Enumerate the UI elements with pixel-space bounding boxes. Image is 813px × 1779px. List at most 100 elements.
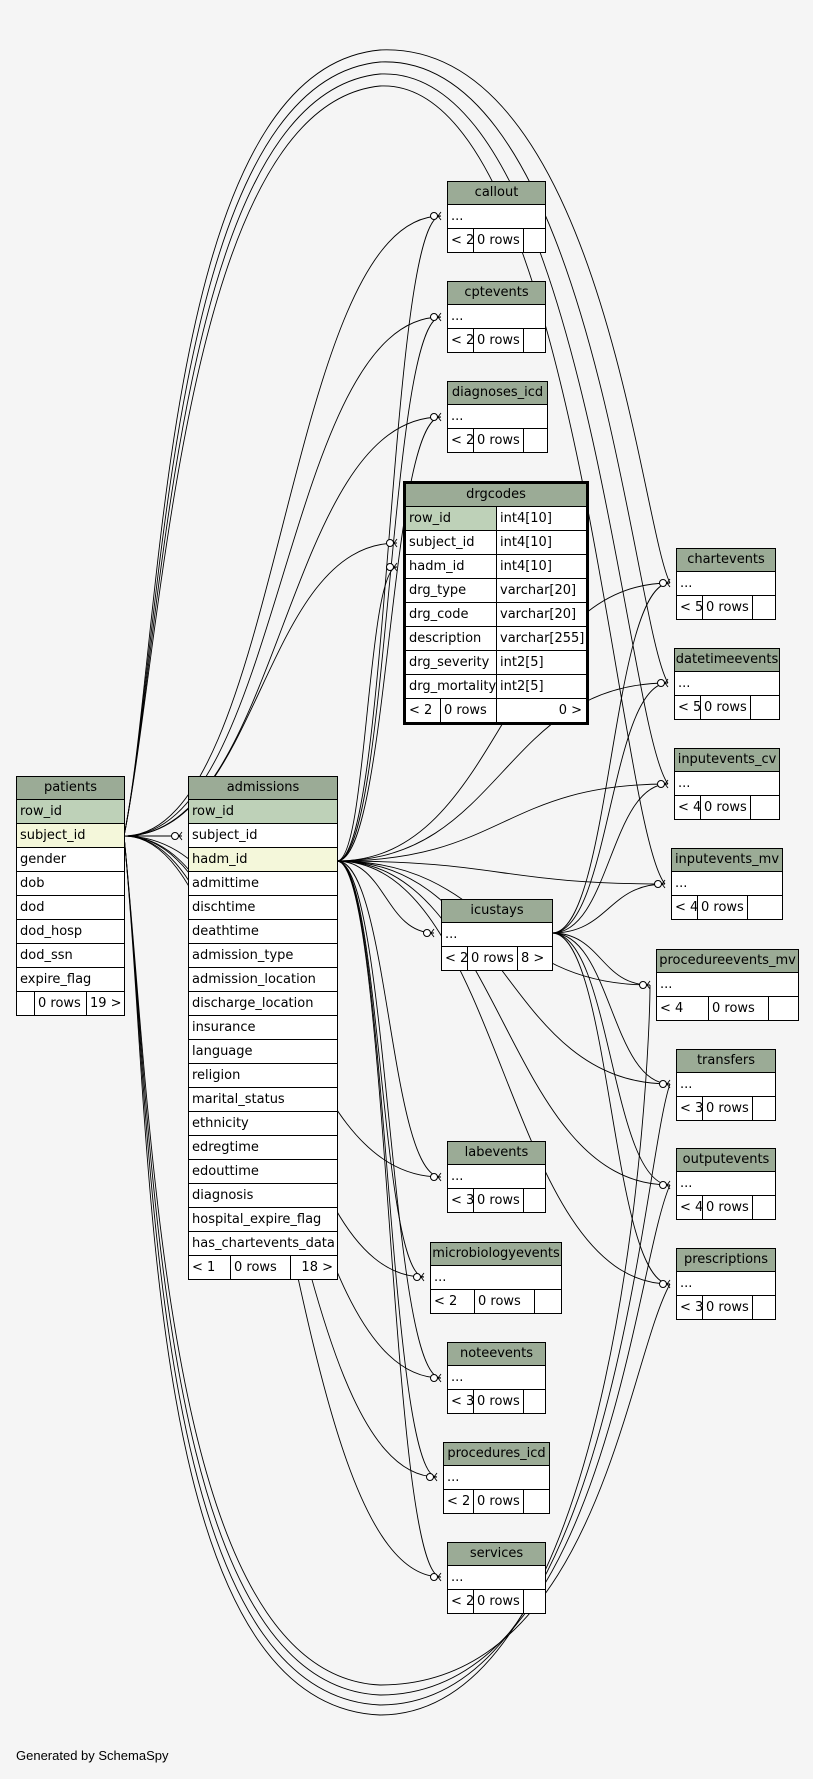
column-admission-location: admission_location — [192, 972, 316, 987]
columns-collapsed: ... — [451, 1370, 464, 1385]
children-count — [523, 1189, 545, 1212]
row-count: 0 rows — [473, 429, 523, 452]
row-count: 0 rows — [467, 947, 517, 970]
columns-collapsed: ... — [680, 576, 693, 591]
table-drgcodes[interactable]: drgcodes row_id int4[10] subject_id int4… — [403, 481, 589, 725]
columns-collapsed: ... — [680, 1077, 693, 1092]
children-count — [752, 1097, 775, 1120]
parents-count: < 2 — [445, 951, 467, 966]
column-edouttime: edouttime — [192, 1164, 259, 1179]
row-count: 0 rows — [230, 1256, 290, 1279]
children-count — [523, 1490, 549, 1513]
table-patients[interactable]: patients row_id subject_id gender dob do… — [16, 776, 125, 1016]
columns-collapsed: ... — [451, 209, 464, 224]
column-edregtime: edregtime — [192, 1140, 259, 1155]
columns-collapsed: ... — [678, 676, 691, 691]
column-row-id: row_id — [20, 804, 63, 819]
row-count: 0 rows — [702, 1196, 752, 1219]
parents-count: < 5 — [678, 700, 700, 715]
children-count — [747, 896, 782, 919]
table-title: cptevents — [448, 282, 545, 305]
row-count: 0 rows — [708, 997, 768, 1020]
children-count — [750, 696, 779, 719]
column-drg-code-type: varchar[20] — [496, 603, 586, 626]
columns-collapsed: ... — [660, 977, 673, 992]
children-count — [523, 1390, 545, 1413]
table-title: prescriptions — [677, 1249, 775, 1272]
column-drg-mortality-type: int2[5] — [496, 675, 586, 698]
parents-count: < 5 — [680, 600, 702, 615]
column-drg-code: drg_code — [409, 607, 469, 622]
row-count: 0 rows — [473, 1490, 523, 1513]
table-title: datetimeevents — [675, 649, 779, 672]
column-diagnosis: diagnosis — [192, 1188, 254, 1203]
parents-count: < 3 — [680, 1101, 702, 1116]
column-drg-type-type: varchar[20] — [496, 579, 586, 602]
parents-count: < 4 — [678, 800, 700, 815]
columns-collapsed: ... — [678, 776, 691, 791]
column-drg-severity: drg_severity — [409, 655, 490, 670]
table-title: inputevents_cv — [675, 749, 779, 772]
column-drg-severity-type: int2[5] — [496, 651, 586, 674]
row-count: 0 rows — [473, 329, 523, 352]
row-count: 0 rows — [473, 1390, 523, 1413]
parents-count: < 1 — [192, 1260, 216, 1275]
column-hadm-id: hadm_id — [192, 852, 248, 867]
row-count: 0 rows — [473, 1590, 523, 1613]
children-count: 18 > — [290, 1256, 337, 1279]
column-hadm-id-type: int4[10] — [496, 555, 586, 578]
column-gender: gender — [20, 852, 67, 867]
row-count: 0 rows — [702, 1296, 752, 1319]
table-admissions[interactable]: admissions row_id subject_id hadm_id adm… — [188, 776, 338, 1280]
column-has-chartevents-data: has_chartevents_data — [192, 1236, 335, 1251]
parents-count: < 4 — [680, 1200, 702, 1215]
row-count: 0 rows — [473, 1189, 523, 1212]
columns-collapsed: ... — [445, 927, 458, 942]
row-count: 0 rows — [702, 1097, 752, 1120]
parents-count: < 2 — [451, 233, 473, 248]
column-religion: religion — [192, 1068, 241, 1083]
column-dod-ssn: dod_ssn — [20, 948, 73, 963]
table-title: services — [448, 1543, 545, 1566]
children-count: 19 > — [86, 992, 124, 1015]
column-dod: dod — [20, 900, 45, 915]
generated-by-label: Generated by SchemaSpy — [16, 1748, 169, 1763]
column-subject-id: subject_id — [409, 535, 475, 550]
children-count — [523, 429, 547, 452]
column-row-id: row_id — [406, 507, 496, 530]
column-discharge-location: discharge_location — [192, 996, 314, 1011]
row-count: 0 rows — [473, 229, 523, 252]
column-subject-id: subject_id — [192, 828, 258, 843]
children-count — [752, 1296, 775, 1319]
column-admittime: admittime — [192, 876, 259, 891]
table-title: outputevents — [677, 1149, 775, 1172]
column-subject-id-type: int4[10] — [496, 531, 586, 554]
table-title: admissions — [189, 777, 337, 800]
children-count — [534, 1290, 561, 1313]
column-drg-mortality: drg_mortality — [409, 679, 496, 694]
row-count: 0 rows — [697, 896, 747, 919]
column-drg-type: drg_type — [409, 583, 467, 598]
parents-count: < 4 — [660, 1001, 684, 1016]
column-row-id-type: int4[10] — [496, 507, 586, 530]
column-marital-status: marital_status — [192, 1092, 285, 1107]
column-dischtime: dischtime — [192, 900, 256, 915]
